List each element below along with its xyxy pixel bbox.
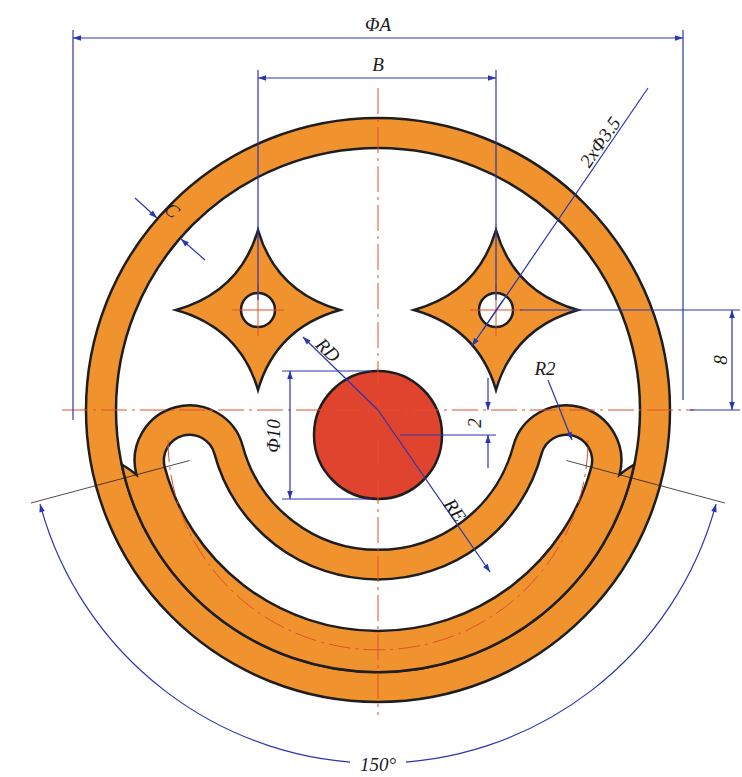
angle-dimension: 150° xyxy=(357,754,399,775)
width-dimension: B xyxy=(369,54,387,75)
offset-dimension: 2 xyxy=(464,415,485,431)
offset-dimension: 8 xyxy=(710,352,731,368)
fillet-radius: R2 xyxy=(531,358,558,379)
diameter-dimension: Φ10 xyxy=(263,416,284,455)
hole-callout: 2xΦ3.5 xyxy=(574,111,627,174)
diameter-dimension: ΦA xyxy=(362,14,394,35)
